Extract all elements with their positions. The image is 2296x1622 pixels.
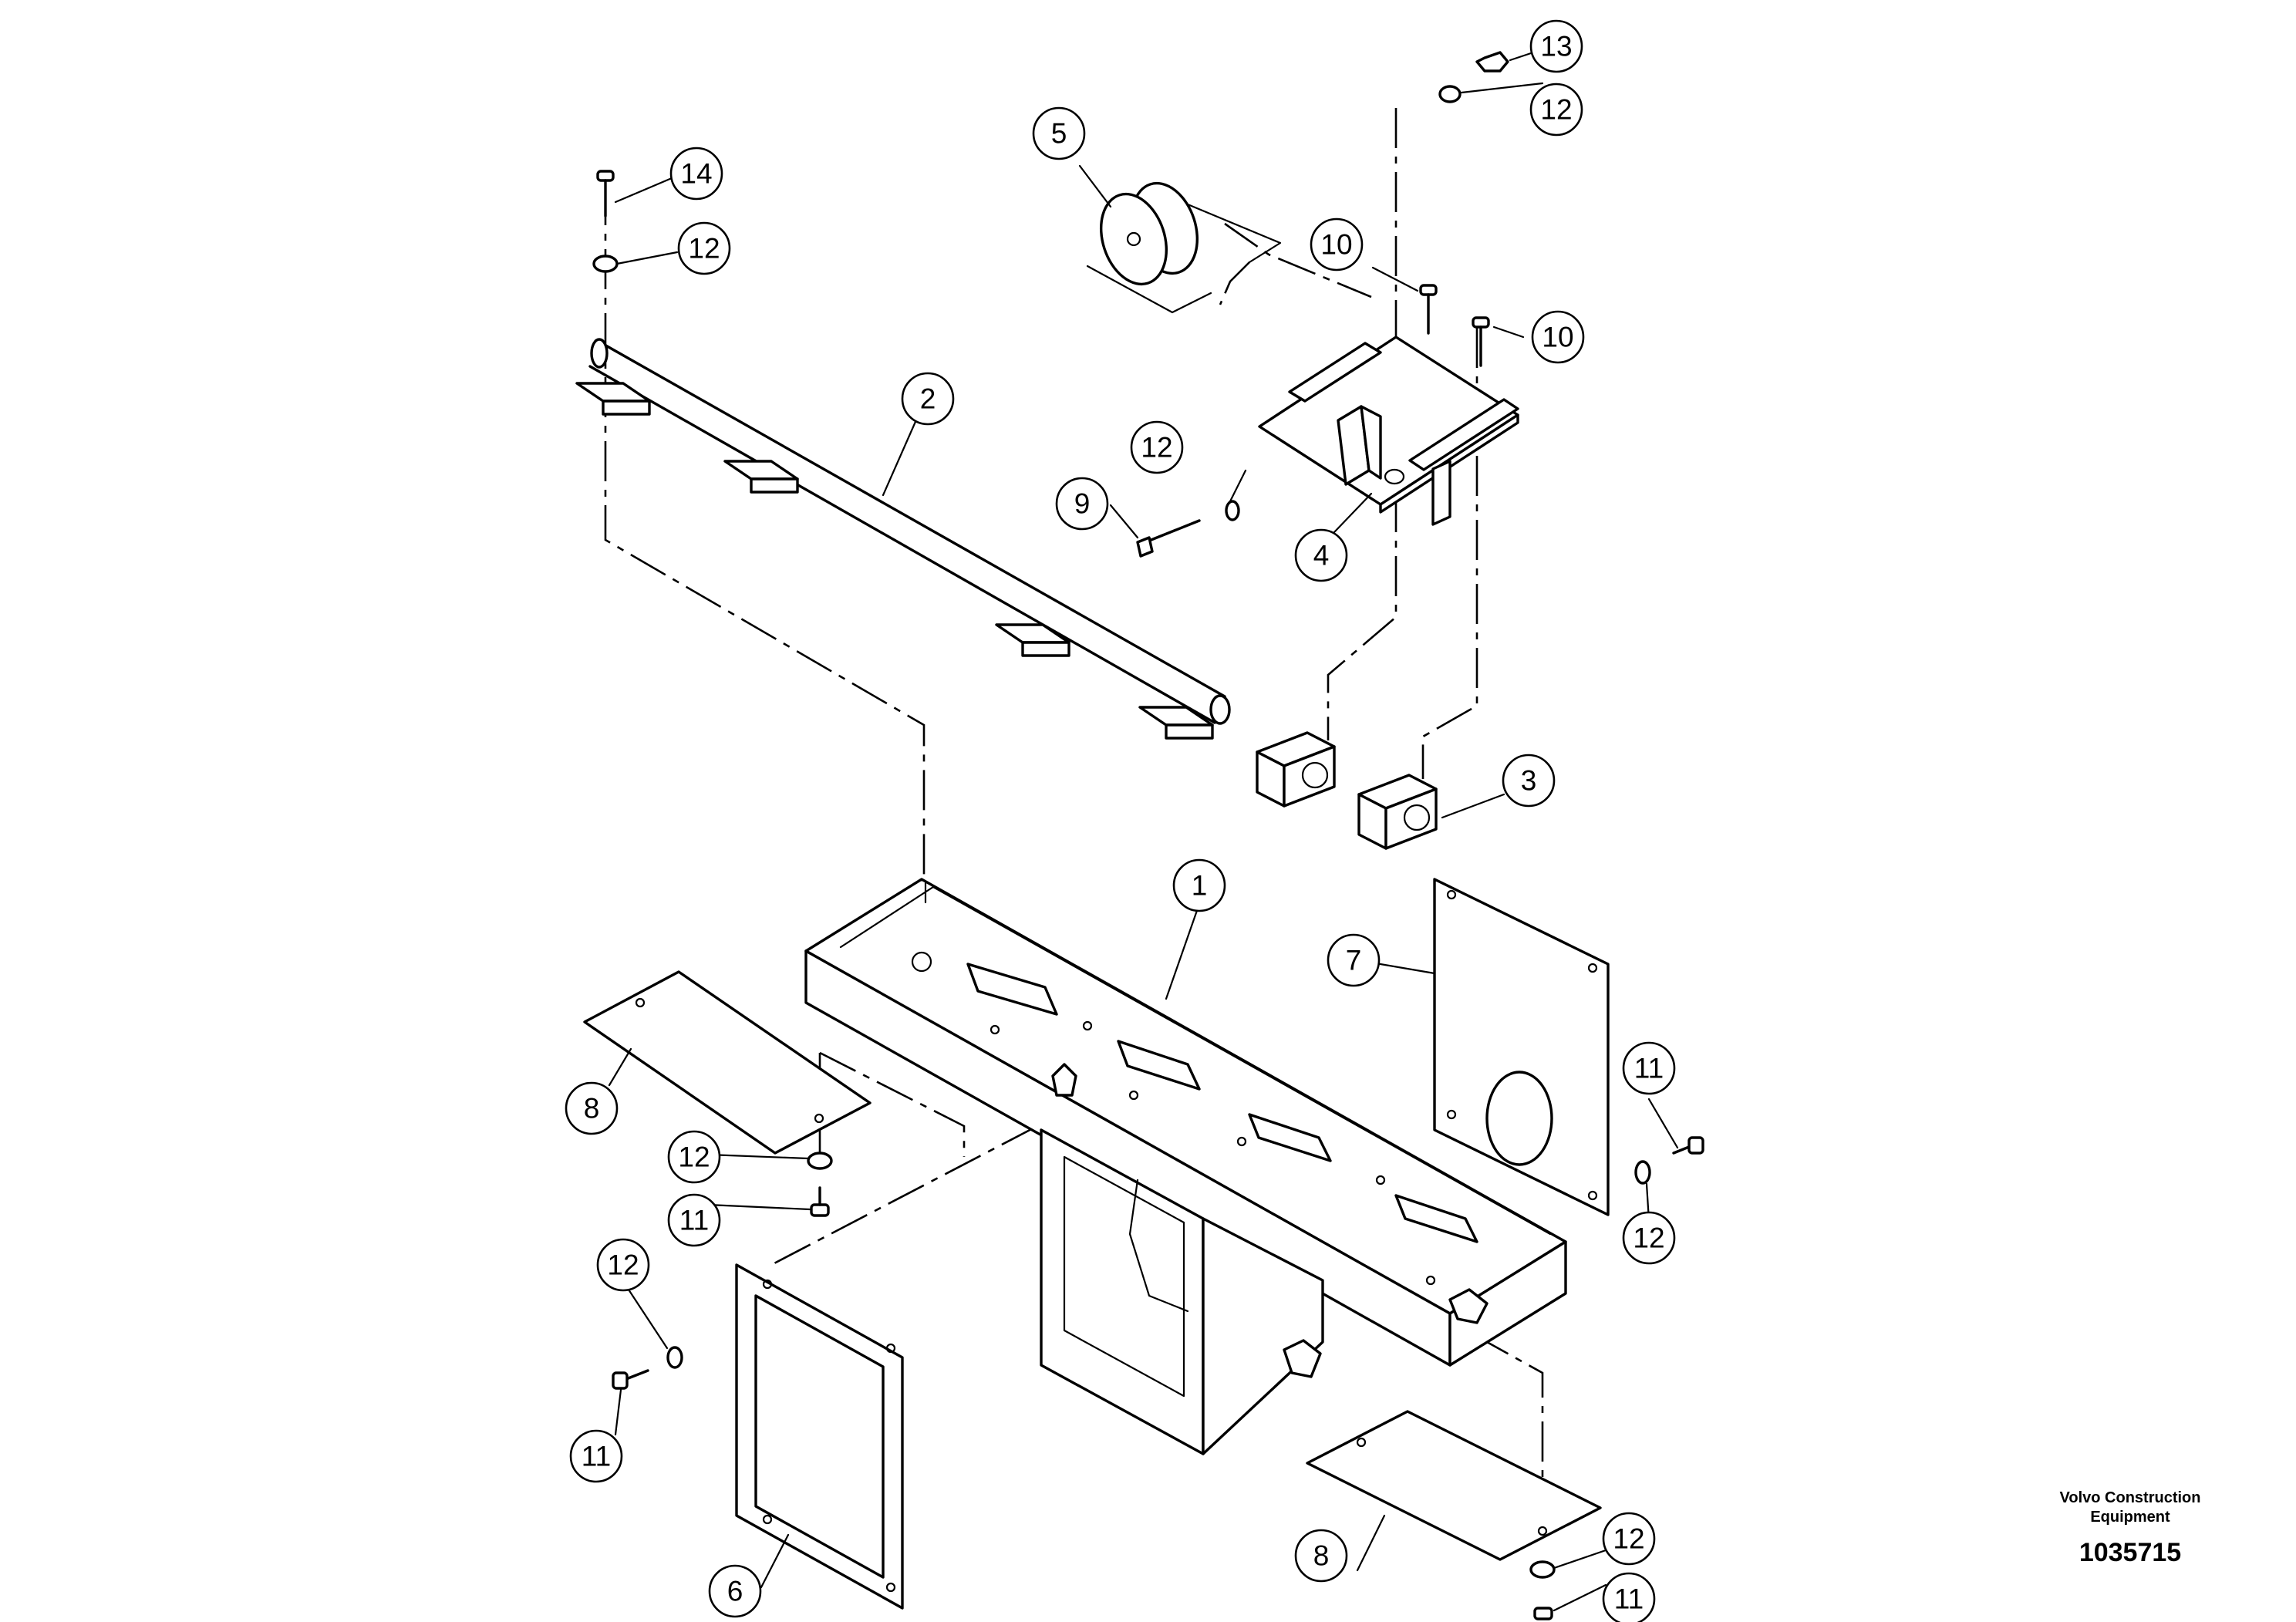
callout-3: 3 [1502,754,1556,808]
callout-8-left: 8 [565,1081,619,1135]
callout-11-left: 11 [667,1193,721,1247]
svg-text:11: 11 [1634,1053,1664,1084]
callout-12-bottom: 12 [1602,1512,1656,1566]
svg-text:8: 8 [584,1093,600,1125]
callout-11-right: 11 [1622,1041,1676,1095]
callout-1: 1 [1172,858,1226,912]
svg-text:13: 13 [1540,31,1572,62]
callout-5: 5 [1032,106,1086,160]
tube-part-2 [575,338,1231,740]
callout-12-left: 12 [667,1130,721,1184]
brand-name-line-2: Equipment [2090,1509,2170,1526]
brand-name-line-1: Volvo Construction [2059,1489,2201,1506]
svg-text:10: 10 [1542,322,1573,353]
callout-12-top-right: 12 [1529,83,1583,137]
svg-text:1: 1 [1192,870,1208,902]
svg-text:12: 12 [688,233,720,265]
callout-2: 2 [901,372,955,426]
callout-10-right: 10 [1531,310,1585,364]
panel-part-8-right [1306,1410,1602,1561]
callout-4: 4 [1294,528,1348,582]
callout-13: 13 [1529,19,1583,73]
mount-plate-part-4 [1258,336,1519,526]
svg-text:2: 2 [920,383,936,415]
callout-12-right: 12 [1622,1211,1676,1265]
callout-11-bottom: 11 [1602,1572,1656,1622]
callout-11-lower-left: 11 [569,1429,623,1483]
callout-7: 7 [1327,933,1381,987]
callout-8-right: 8 [1294,1529,1348,1583]
fasteners [592,51,1704,1620]
svg-text:8: 8 [1313,1540,1330,1572]
callout-9: 9 [1055,477,1109,531]
callout-12-lower-left: 12 [596,1238,650,1292]
bearing-block-part-3 [1256,731,1438,850]
callout-10-left: 10 [1310,218,1364,271]
svg-text:6: 6 [727,1576,743,1607]
svg-text:11: 11 [582,1441,611,1472]
wheel-part-5 [1086,181,1282,314]
svg-text:12: 12 [1540,94,1572,126]
svg-text:11: 11 [679,1205,709,1236]
callout-12-plate: 12 [1130,420,1184,474]
panel-part-8-left [583,970,872,1155]
panel-part-6 [735,1263,904,1610]
svg-text:4: 4 [1313,540,1330,572]
callout-6: 6 [708,1564,762,1618]
svg-text:3: 3 [1521,765,1537,797]
brand-block: Volvo Construction Equipment 1035715 [2030,1489,2230,1568]
main-frame-part-1 [804,878,1567,1455]
svg-text:11: 11 [1614,1583,1644,1615]
svg-text:5: 5 [1051,118,1067,150]
svg-text:12: 12 [607,1249,639,1281]
drawing-number: 1035715 [2079,1538,2182,1567]
svg-text:9: 9 [1074,488,1091,520]
leader-lines [608,48,1679,1612]
svg-text:12: 12 [1613,1523,1644,1555]
svg-text:7: 7 [1346,945,1362,976]
panel-part-7 [1433,878,1610,1216]
svg-text:10: 10 [1320,229,1352,261]
svg-text:14: 14 [680,158,712,190]
svg-text:12: 12 [1633,1222,1664,1254]
svg-text:12: 12 [1141,432,1172,464]
svg-text:12: 12 [678,1141,710,1173]
callout-14: 14 [669,147,723,201]
callout-12-top-left: 12 [677,221,731,275]
